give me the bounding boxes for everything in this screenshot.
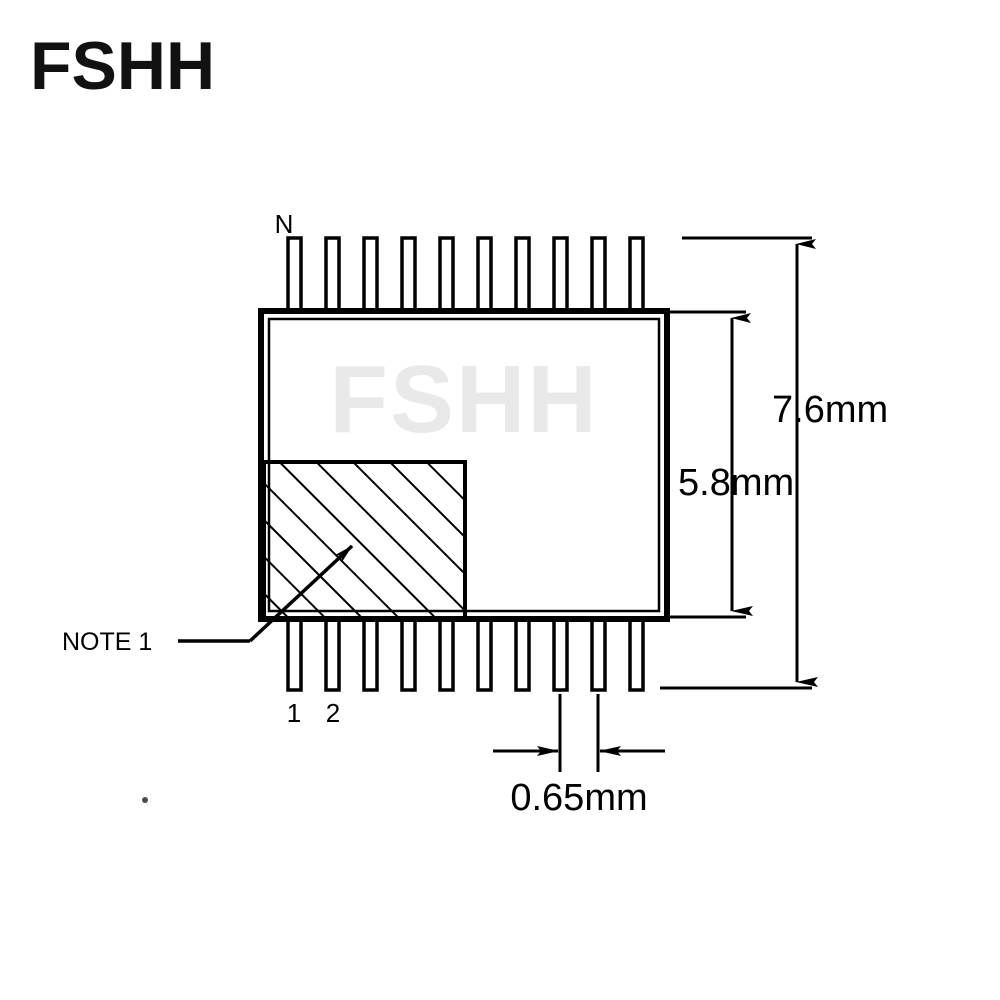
lead-top-3	[362, 236, 379, 315]
dimension-lead-pitch-label: 0.65mm	[510, 777, 647, 819]
lead-bottom-3	[362, 616, 379, 692]
pin-n-label: N	[275, 209, 294, 239]
lead-bottom-10	[628, 616, 645, 692]
dimension-overall-height-label: 7.6mm	[772, 389, 888, 431]
lead-top-2	[324, 236, 341, 315]
lead-bottom-1	[286, 616, 303, 692]
pin-2-label: 2	[326, 698, 340, 728]
dimension-overall-height	[660, 236, 818, 690]
lead-bottom-2	[324, 616, 341, 692]
note-1-leader	[178, 544, 354, 643]
brand-logo: FSHH	[30, 28, 216, 104]
body-watermark: FSHH	[329, 346, 598, 453]
lead-top-4	[400, 236, 417, 315]
lead-top-8	[552, 236, 569, 315]
scan-artifact-dot	[142, 797, 148, 803]
bottom-lead-row	[286, 616, 645, 692]
dimension-lead-pitch	[493, 694, 665, 772]
lead-top-9	[590, 236, 607, 315]
lead-bottom-8	[552, 616, 569, 692]
note-1-label: NOTE 1	[62, 628, 152, 656]
lead-top-6	[476, 236, 493, 315]
pin-1-label: 1	[287, 698, 301, 728]
lead-bottom-7	[514, 616, 531, 692]
lead-top-5	[438, 236, 455, 315]
lead-top-1	[286, 236, 303, 315]
lead-top-7	[514, 236, 531, 315]
dimension-body-height-label: 5.8mm	[678, 462, 794, 504]
lead-bottom-5	[438, 616, 455, 692]
exposed-pad-outline	[262, 460, 467, 620]
lead-top-10	[628, 236, 645, 315]
top-lead-row	[286, 236, 645, 315]
exposed-pad-hatch-fill	[264, 462, 465, 618]
lead-bottom-6	[476, 616, 493, 692]
dimension-body-height	[667, 310, 753, 619]
lead-bottom-4	[400, 616, 417, 692]
exposed-pad-hatched-region	[262, 460, 467, 620]
note-1-leader-diagonal	[248, 544, 354, 643]
lead-bottom-9	[590, 616, 607, 692]
